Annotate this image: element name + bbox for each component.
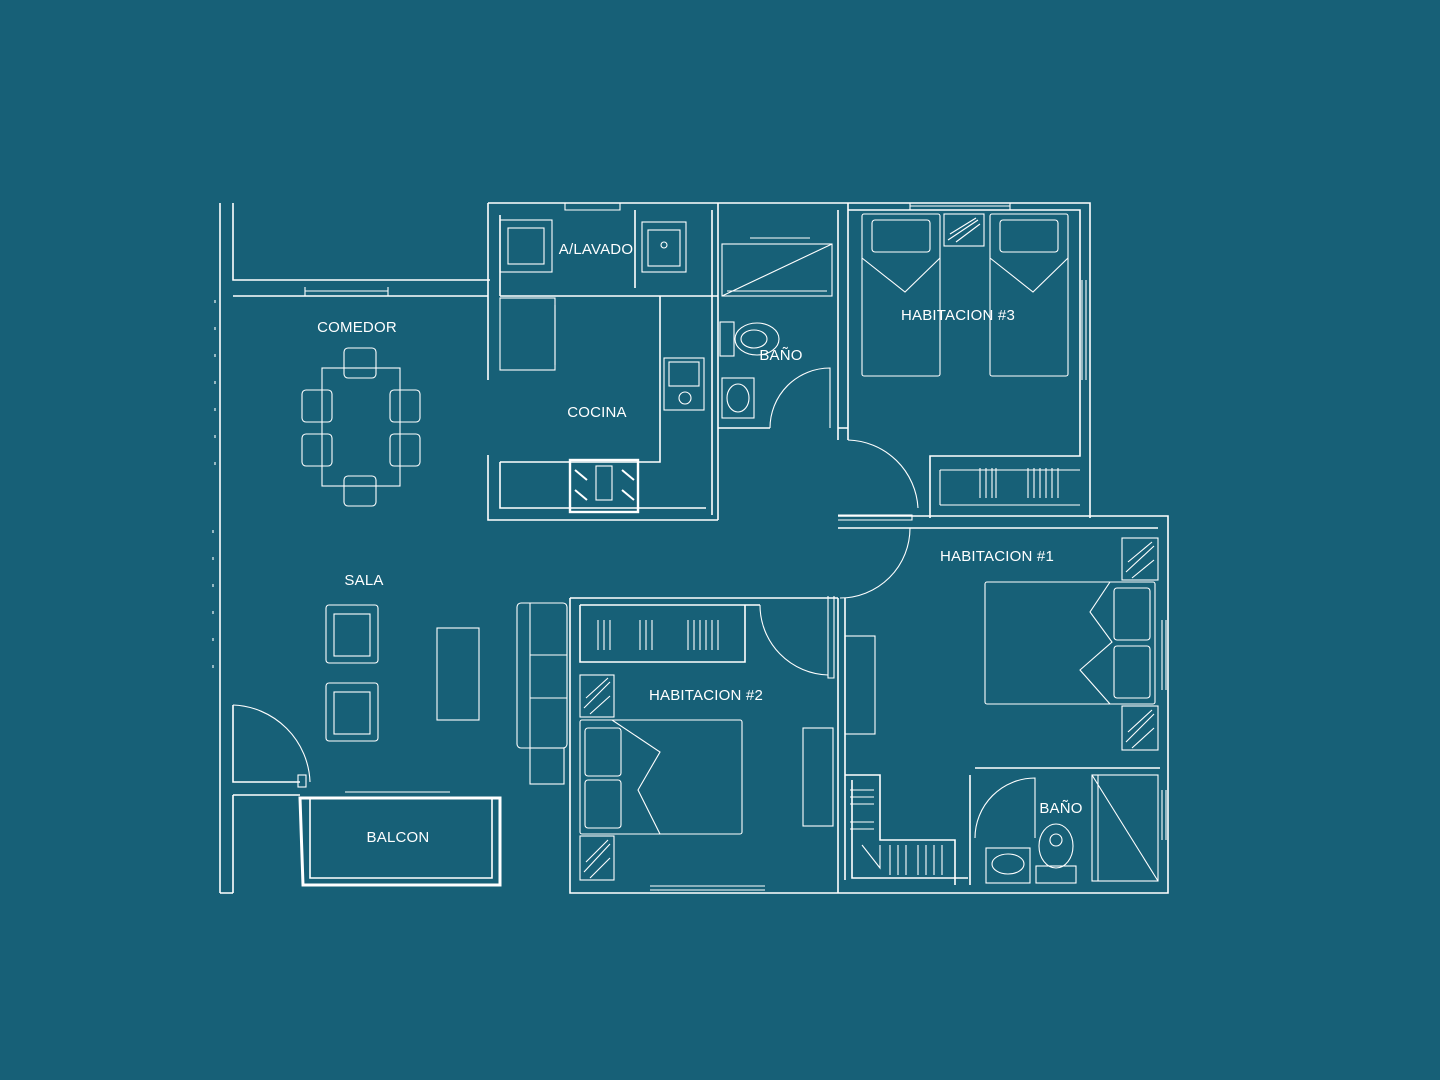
doors — [232, 367, 1036, 839]
label-habitacion-2: HABITACION #2 — [649, 687, 763, 704]
windows — [212, 203, 1167, 891]
label-bano-1: BAÑO — [759, 347, 802, 364]
furniture — [301, 213, 1159, 884]
label-sala: SALA — [344, 572, 383, 589]
walls — [219, 202, 1169, 894]
label-habitacion-3: HABITACION #3 — [901, 307, 1015, 324]
label-comedor: COMEDOR — [317, 319, 397, 336]
label-cocina: COCINA — [567, 404, 627, 421]
label-balcon: BALCON — [367, 829, 430, 846]
label-lavado: A/LAVADO — [559, 241, 633, 258]
label-habitacion-1: HABITACION #1 — [940, 548, 1054, 565]
room-labels: A/LAVADO COMEDOR COCINA BAÑO HABITACION … — [317, 241, 1082, 846]
label-bano-2: BAÑO — [1039, 800, 1082, 817]
